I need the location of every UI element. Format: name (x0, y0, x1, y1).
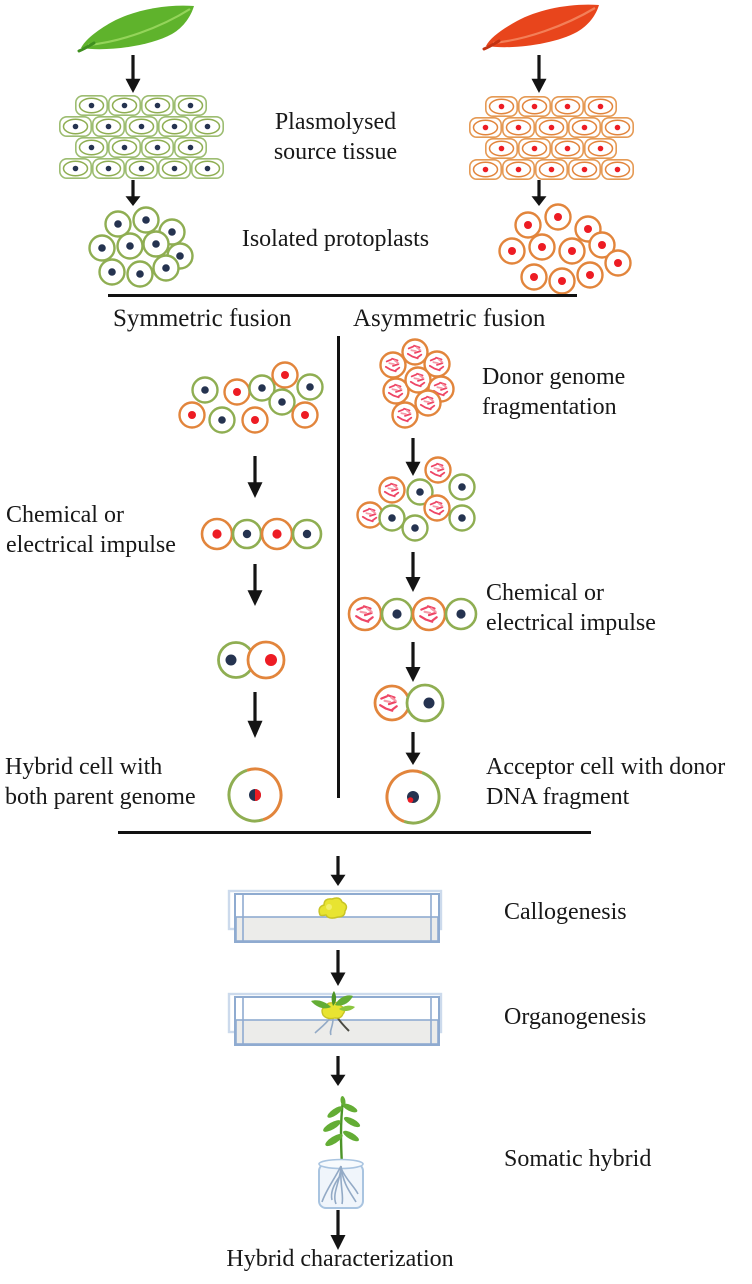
green-tissue-icon (58, 95, 224, 179)
isolated-protoplasts-label: Isolated protoplasts (241, 226, 430, 252)
hybrid-cell-icon (227, 767, 283, 823)
down-arrow-icon (330, 1056, 346, 1086)
organogenesis-label: Organogenesis (504, 1004, 647, 1030)
hybrid-cell-label: Hybrid cell with both parent genome (5, 754, 196, 811)
fused-cell-asymmetric-icon (373, 683, 445, 723)
acceptor-cell-label: Acceptor cell with donor DNA fragment (486, 754, 726, 811)
red-leaf-icon (482, 4, 599, 51)
down-arrow-icon (330, 950, 346, 986)
orange-tissue-icon (468, 96, 635, 180)
section-divider-bottom (118, 831, 591, 834)
asymmetric-impulse-label: Chemical or electrical impulse (486, 580, 656, 637)
aligned-protoplasts-asymmetric-icon (347, 596, 478, 632)
hybrid-characterization-label: Hybrid characterization (226, 1246, 454, 1272)
green-leaf-icon (77, 5, 194, 53)
petri-dish-callus-icon (227, 889, 443, 943)
symmetric-impulse-label: Chemical or electrical impulse (6, 502, 176, 559)
down-arrow-icon (405, 732, 421, 765)
mixed-acceptor-donor-protoplasts-icon (355, 455, 476, 542)
down-arrow-icon (125, 55, 141, 93)
green-protoplasts-icon (88, 206, 194, 288)
petri-dish-shoots-icon (227, 991, 443, 1046)
orange-protoplasts-icon (498, 203, 632, 295)
somatic-hybrid-label: Somatic hybrid (504, 1146, 652, 1172)
down-arrow-icon (405, 642, 421, 682)
asymmetric-fusion-title: Asymmetric fusion (353, 305, 546, 332)
down-arrow-icon (247, 564, 263, 606)
aligned-protoplasts-symmetric-icon (200, 517, 323, 551)
fused-cell-symmetric-icon (217, 640, 286, 680)
section-divider-top (108, 294, 577, 297)
plantlet-in-vessel-icon (318, 1096, 364, 1209)
down-arrow-icon (405, 552, 421, 592)
mixed-protoplasts-icon (178, 361, 324, 434)
donor-fragmentation-label: Donor genome fragmentation (482, 364, 626, 421)
acceptor-cell-icon (385, 769, 441, 825)
down-arrow-icon (330, 856, 346, 886)
column-divider (337, 336, 340, 798)
down-arrow-icon (531, 55, 547, 93)
down-arrow-icon (125, 180, 141, 206)
symmetric-fusion-title: Symmetric fusion (113, 305, 292, 332)
callogenesis-label: Callogenesis (504, 899, 627, 925)
plasmolysed-tissue-label: Plasmolysed source tissue (273, 109, 398, 166)
fragmented-protoplasts-icon (376, 340, 476, 432)
down-arrow-icon (247, 692, 263, 738)
down-arrow-icon (247, 456, 263, 498)
